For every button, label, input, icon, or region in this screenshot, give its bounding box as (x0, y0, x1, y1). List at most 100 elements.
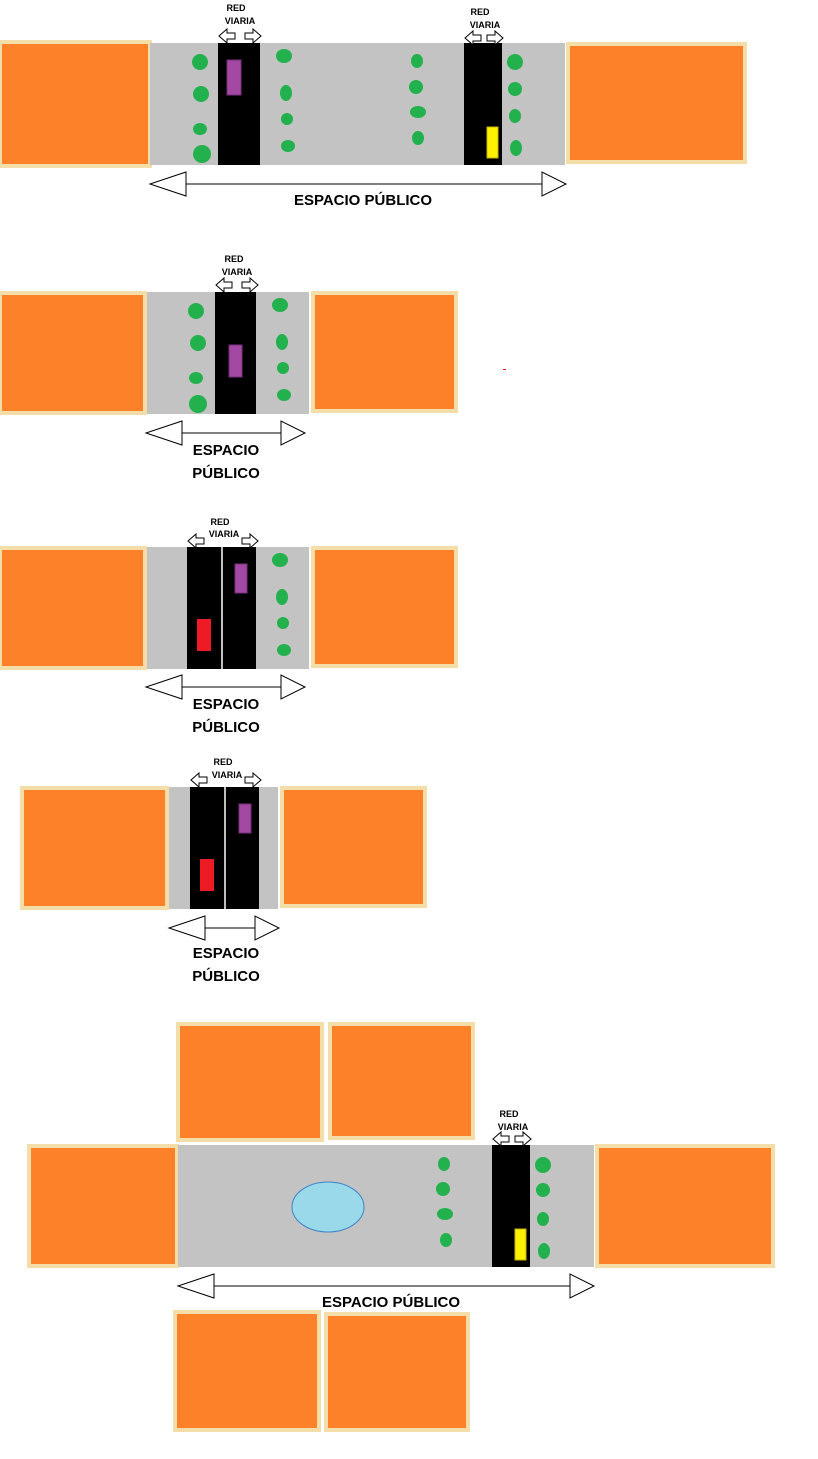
car-purple (234, 563, 248, 594)
tree (192, 54, 208, 70)
tree (272, 298, 288, 312)
diagram-2: RED VIARIA ESPACIO PÚBLICO (0, 254, 506, 482)
tree (193, 145, 211, 163)
car-purple (228, 344, 243, 378)
road-width-arrow-icon (464, 30, 482, 46)
road-width-arrow-icon (218, 28, 236, 44)
building-block (311, 291, 458, 413)
public-space-label-line1: ESPACIO (193, 945, 260, 962)
diagram-1: RED VIARIA RED VIARIA ESPACIO PÚBLICO (0, 3, 747, 209)
building-block (0, 291, 147, 415)
tree (193, 123, 207, 135)
building-block (176, 1022, 324, 1142)
tree (409, 80, 423, 94)
public-space-label-line1: ESPACIO (193, 442, 260, 459)
tree (272, 553, 288, 567)
building-block (0, 40, 152, 168)
tree (436, 1182, 450, 1196)
tree (507, 54, 523, 70)
tree (438, 1157, 450, 1171)
tree (190, 335, 206, 351)
tree (276, 334, 288, 350)
road-label-red: RED (210, 517, 230, 527)
red-dot (503, 369, 506, 370)
road-label-red: RED (470, 7, 490, 17)
public-space-arrow (144, 420, 307, 446)
tree (281, 113, 293, 125)
road-width-arrow-icon (190, 772, 208, 788)
public-space-arrow (176, 1273, 596, 1299)
tree (410, 106, 426, 118)
road-label-viaria: VIARIA (498, 1122, 529, 1132)
road-width-arrow-icon (187, 533, 205, 549)
public-space-label-line1: ESPACIO (193, 696, 260, 713)
pond (291, 1181, 365, 1233)
building-block (20, 786, 169, 910)
tree (189, 395, 207, 413)
tree (412, 131, 424, 145)
building-block (566, 42, 747, 164)
public-space-label: ESPACIO PÚBLICO (322, 1293, 460, 1311)
road-label-viaria: VIARIA (212, 770, 243, 780)
tree (440, 1233, 452, 1247)
tree (277, 644, 291, 656)
public-space-label-line2: PÚBLICO (192, 718, 260, 736)
road-width-arrow-icon (241, 533, 259, 549)
road-width-arrow-icon (492, 1131, 510, 1147)
public-space-label: ESPACIO PÚBLICO (294, 191, 432, 209)
tree (437, 1208, 453, 1220)
tree (189, 372, 203, 384)
building-block (280, 786, 427, 908)
road-label-red: RED (226, 3, 246, 13)
tree (508, 82, 522, 96)
building-block (595, 1144, 775, 1268)
tree (276, 589, 288, 605)
public-space-area (178, 1145, 594, 1267)
public-space-area (150, 43, 565, 165)
tree (277, 389, 291, 401)
public-space-arrow (148, 171, 568, 197)
tree (537, 1212, 549, 1226)
building-block (0, 546, 147, 670)
tree (538, 1243, 550, 1259)
tree (411, 54, 423, 68)
tree (510, 140, 522, 156)
tree (276, 49, 292, 63)
tree (277, 362, 289, 374)
public-space-label-line2: PÚBLICO (192, 967, 260, 985)
building-block (311, 546, 458, 668)
road-width-arrow-icon (244, 772, 262, 788)
tree (193, 86, 209, 102)
road-label-red: RED (213, 757, 233, 767)
car-red (200, 859, 214, 891)
road-width-arrow-icon (486, 30, 504, 46)
car-purple (238, 803, 252, 834)
diagram-3: RED VIARIA ESPACIO PÚBLICO (0, 517, 458, 736)
tree (281, 140, 295, 152)
tree (280, 85, 292, 101)
road-label-red: RED (499, 1109, 519, 1119)
tree (536, 1183, 550, 1197)
tree (188, 303, 204, 319)
diagram-4: RED VIARIA ESPACIO PÚBLICO (20, 757, 427, 985)
car-yellow (514, 1228, 527, 1261)
diagram-5: RED VIARIA ESPACIO PÚBLICO (27, 1022, 775, 1432)
road-width-arrow-icon (241, 277, 259, 293)
tree (535, 1157, 551, 1173)
car-red (197, 619, 211, 651)
car-yellow (486, 126, 499, 159)
public-space-arrow (144, 674, 307, 700)
road-label-viaria: VIARIA (222, 267, 253, 277)
car-purple (226, 59, 242, 96)
building-block (328, 1022, 475, 1140)
road-label-viaria: VIARIA (209, 529, 240, 539)
road-label-viaria: VIARIA (470, 20, 501, 30)
road-width-arrow-icon (514, 1131, 532, 1147)
road-label-red: RED (224, 254, 244, 264)
building-block (324, 1312, 470, 1432)
public-space-label-line2: PÚBLICO (192, 464, 260, 482)
tree (277, 617, 289, 629)
road-width-arrow-icon (215, 277, 233, 293)
building-block (27, 1144, 179, 1268)
